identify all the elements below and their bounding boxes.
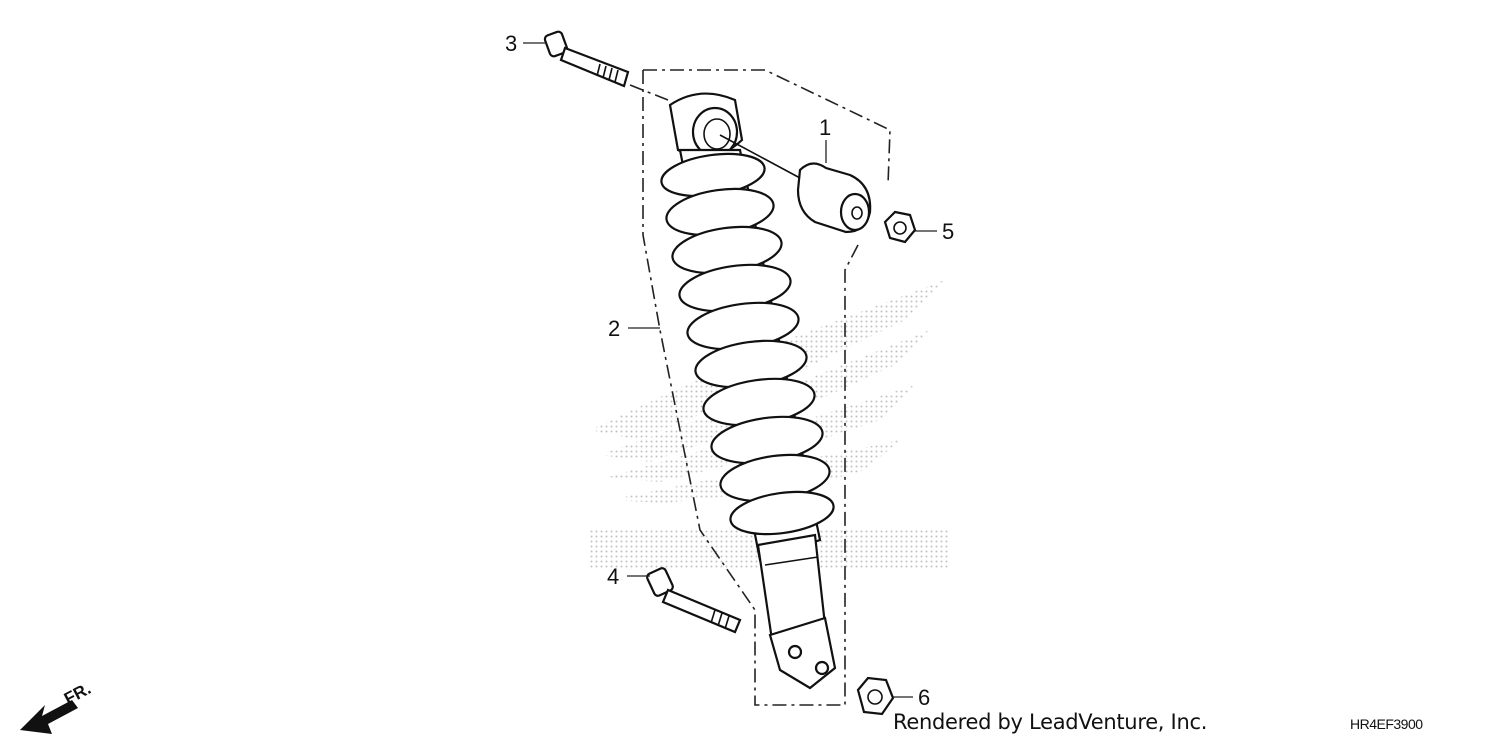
callout-4: 4 [607, 564, 619, 589]
callout-2: 2 [608, 316, 620, 341]
upper-nut [883, 210, 917, 244]
render-credit: Rendered by LeadVenture, Inc. [893, 710, 1208, 734]
leader-lines [523, 42, 937, 698]
drawing-code: HR4EF3900 [1350, 716, 1423, 732]
rear-shock-absorber [660, 92, 837, 690]
coil-spring [660, 152, 835, 536]
front-direction-arrow: FR. [20, 679, 94, 734]
upper-mounting-bolt [543, 30, 630, 88]
callout-6: 6 [918, 685, 930, 710]
callout-5: 5 [942, 219, 954, 244]
rubber-bushing [796, 162, 872, 234]
lower-mounting-bolt [646, 567, 742, 634]
assembly-outline [629, 69, 891, 706]
callout-1: 1 [819, 115, 831, 140]
lower-nut [856, 676, 895, 716]
callout-3: 3 [505, 31, 517, 56]
